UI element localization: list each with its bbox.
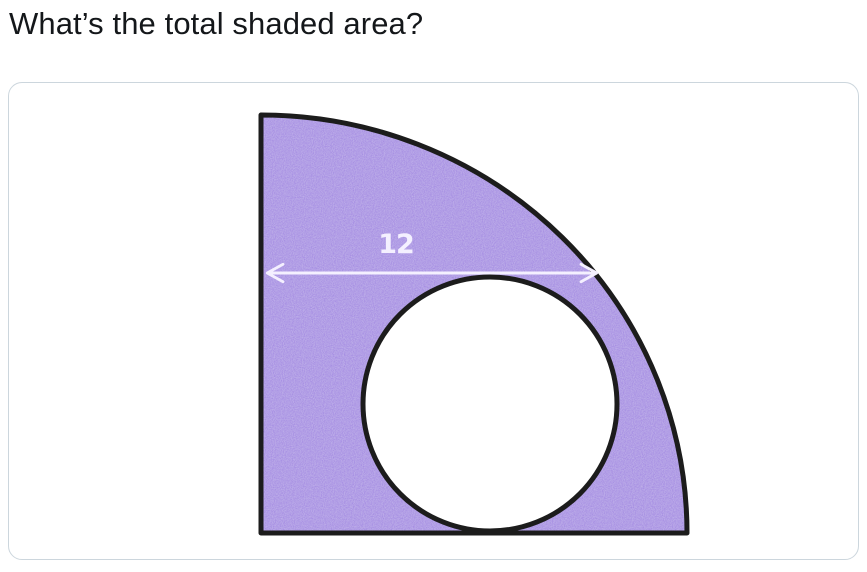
inner-circle [360, 274, 620, 534]
media-card[interactable]: 12 [8, 82, 859, 560]
tweet-text: What’s the total shaded area? [9, 6, 424, 41]
quarter-circle-diagram: 12 [258, 112, 690, 536]
dimension-label: 12 [378, 229, 414, 260]
quarter-circle-outline [258, 112, 690, 536]
